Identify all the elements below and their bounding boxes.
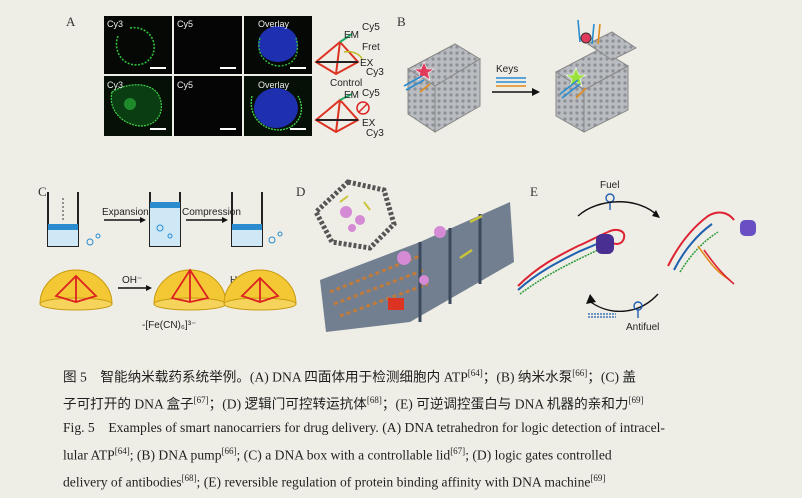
caption-cn-line1: 图 5 智能纳米载药系统举例。(A) DNA 四面体用于检测细胞内 ATP[64… <box>63 368 637 385</box>
fuel-label: Fuel <box>600 180 619 191</box>
schema-top-em: EM <box>344 30 359 41</box>
tile-label-cy3-top: Cy3 <box>107 19 123 29</box>
hemisphere-2 <box>153 268 227 311</box>
caption-en-line3: delivery of antibodies[68]; (E) reversib… <box>63 472 606 490</box>
tile-label-cy5-bottom: Cy5 <box>177 80 193 90</box>
dna-box-open <box>555 19 637 133</box>
panel-b-figure: Keys <box>403 19 637 133</box>
pump-stage-3 <box>231 192 283 247</box>
panel-c-letter: C <box>38 184 47 199</box>
antifuel-label: Antifuel <box>626 322 659 333</box>
panel-c-figure: Expansion Compression OH⁻ H⁺ -[Fe(CN)₆]³… <box>39 192 297 331</box>
panel-e-figure: Fuel Antifuel <box>517 180 756 333</box>
panel-a-figure: Cy3 Cy5 Overlay Cy3 Cy5 Overlay Cy5 EM F… <box>104 16 384 139</box>
schema-bottom-ex: EX <box>362 118 376 129</box>
hexagon-cross-section <box>312 179 397 251</box>
hemisphere-3 <box>223 269 297 311</box>
schema-top-cy5: Cy5 <box>362 22 380 33</box>
schema-bottom-em: EM <box>344 90 359 101</box>
nanorobot-barrel <box>320 202 514 332</box>
schema-bottom-cy5: Cy5 <box>362 88 380 99</box>
schema-top-ex: EX <box>360 58 374 69</box>
schema-top-cy3: Cy3 <box>366 67 384 78</box>
tile-cy5-bottom <box>174 76 242 136</box>
dna-machine-right <box>667 211 735 285</box>
protein-free <box>740 220 756 236</box>
dna-box-closed <box>403 43 481 133</box>
schema-top-fret: Fret <box>362 42 380 53</box>
tile-cy5-top <box>174 16 242 74</box>
caption-en-line1: Fig. 5 Examples of smart nanocarriers fo… <box>63 420 665 436</box>
hemisphere-1 <box>39 269 113 311</box>
tetrahedron-schema-top <box>314 33 363 76</box>
microscopy-grid <box>104 16 312 136</box>
tile-label-cy5-top: Cy5 <box>177 19 193 29</box>
keys-label: Keys <box>496 64 518 75</box>
panel-e-letter: E <box>530 184 538 199</box>
tile-cy3-top <box>104 16 172 74</box>
schema-bottom-cy3: Cy3 <box>366 128 384 139</box>
figure-caption: 图 5 智能纳米载药系统举例。(A) DNA 四面体用于检测细胞内 ATP[64… <box>63 362 768 494</box>
panel-d-figure <box>312 179 514 332</box>
oh-label: OH⁻ <box>122 275 142 286</box>
schema-control-label: Control <box>330 78 362 89</box>
panel-a-letter: A <box>66 14 76 29</box>
tile-label-overlay-top: Overlay <box>258 19 290 29</box>
caption-cn-line2: 子可打开的 DNA 盒子[67]；(D) 逻辑门可控转运抗体[68]；(E) 可… <box>63 395 644 412</box>
tetrahedron-schema-bottom <box>314 93 370 134</box>
pump-stage-2 <box>149 192 181 247</box>
fecn-label: -[Fe(CN)₆]³⁻ <box>142 320 196 331</box>
compression-label: Compression <box>182 207 241 218</box>
expansion-label: Expansion <box>102 207 149 218</box>
pump-stage-1 <box>47 192 101 247</box>
arrow-head <box>532 88 540 96</box>
tile-label-overlay-bottom: Overlay <box>258 80 290 90</box>
dna-machine-left <box>517 229 626 295</box>
caption-en-line2: lular ATP[64]; (B) DNA pump[66]; (C) a D… <box>63 445 612 463</box>
panel-b-letter: B <box>397 14 406 29</box>
panel-d-letter: D <box>296 184 306 199</box>
tile-label-cy3-bottom: Cy3 <box>107 80 123 90</box>
